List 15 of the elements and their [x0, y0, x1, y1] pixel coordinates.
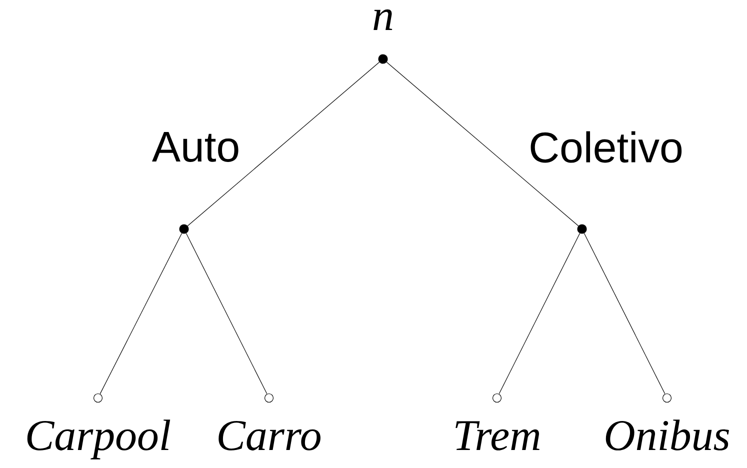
- node-label: Carpool: [27, 420, 170, 460]
- tree-branch: [386, 62, 579, 226]
- tree-branch: [187, 62, 380, 226]
- node-label: n: [374, 9, 392, 30]
- node-label: Trem: [456, 421, 540, 450]
- node-label: Carro: [218, 420, 320, 450]
- node-label: Onibus: [606, 420, 729, 450]
- edge-label: Auto: [150, 131, 242, 163]
- filled-dot: [577, 224, 587, 234]
- filled-dot: [179, 224, 189, 234]
- tree-branch: [100, 232, 182, 394]
- tree-branch: [498, 232, 580, 394]
- tree-branch: [186, 232, 268, 394]
- tree-branch: [584, 232, 666, 394]
- edge-label: Coletivo: [528, 130, 684, 164]
